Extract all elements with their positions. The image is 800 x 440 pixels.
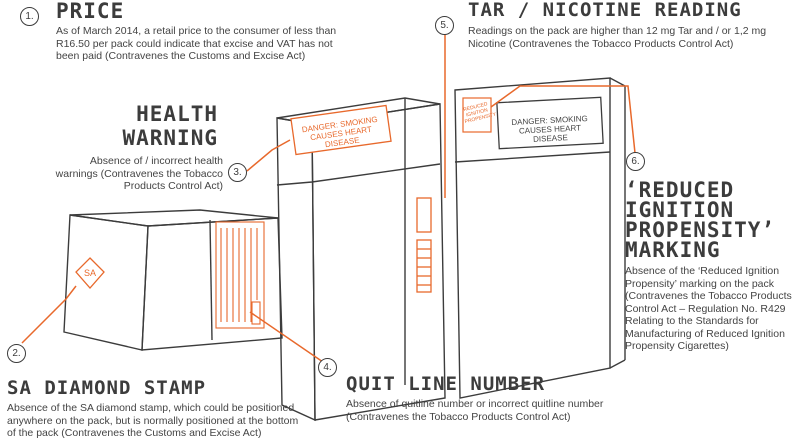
health-heading-2: WARNING	[122, 126, 218, 150]
sa-stamp-text: SA	[84, 268, 96, 278]
health-body: Absence of / incorrect health warnings (…	[55, 155, 223, 192]
price-body: As of March 2014, a retail price to the …	[56, 25, 337, 62]
side-health-warning	[215, 221, 265, 329]
rip-heading-2: IGNITION	[625, 198, 735, 222]
leader-lines	[21, 34, 636, 363]
rip-heading-1: ‘REDUCED	[625, 178, 735, 202]
sa-diamond-stamp	[75, 257, 105, 289]
health-heading-1: HEALTH	[136, 102, 218, 126]
quitline-body: Absence of quitline number or incorrect …	[346, 398, 604, 423]
rip-heading-3: PROPENSITY’	[625, 218, 776, 242]
number-2: 2.	[7, 344, 26, 363]
rip-heading-4: MARKING	[625, 238, 721, 262]
stamp-heading: SA DIAMOND STAMP	[7, 377, 207, 399]
tar-heading: TAR / NICOTINE READING	[468, 0, 742, 21]
tar-body: Readings on the pack are higher than 12 …	[468, 25, 767, 50]
rip-body: Absence of the ‘Reduced Ignition Propens…	[625, 265, 792, 352]
front-warning-label	[290, 104, 392, 156]
number-3: 3.	[228, 163, 247, 182]
number-5: 5.	[435, 16, 454, 35]
back-warning-label	[496, 96, 604, 150]
price-heading: PRICE	[56, 0, 125, 23]
right-pack	[454, 77, 626, 399]
stamp-body: Absence of the SA diamond stamp, which c…	[7, 402, 299, 439]
rip-marking-box	[462, 97, 492, 133]
back-warning-text: DANGER: SMOKING CAUSES HEART DISEASE	[511, 114, 588, 144]
number-1: 1.	[20, 7, 39, 26]
number-6: 6.	[626, 152, 645, 171]
quitline-heading: QUIT LINE NUMBER	[346, 373, 546, 395]
tar-nicotine-panel	[416, 197, 432, 293]
number-4: 4.	[318, 358, 337, 377]
left-pack	[63, 209, 283, 351]
